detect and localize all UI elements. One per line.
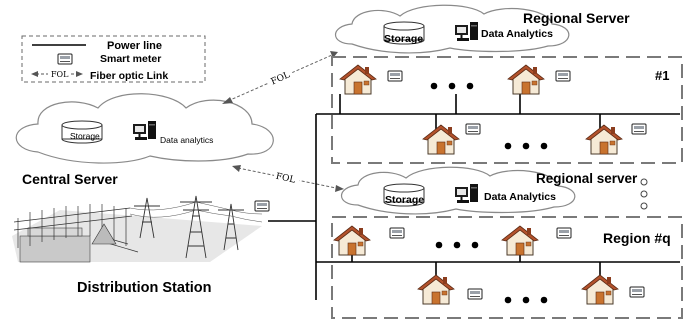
regional-server-1: Regional Server Storage Data Analytics: [334, 4, 630, 54]
smart-meter-icon: [389, 227, 405, 239]
ellipsis-dots: [430, 82, 474, 90]
regional-1-analytics-label: Data Analytics: [481, 28, 553, 40]
distribution-station-image: [12, 195, 263, 263]
house-icon: [507, 64, 545, 95]
legend-fol-abbrev: FOL: [51, 70, 69, 79]
regional-2-analytics-label: Data Analytics: [484, 191, 556, 203]
fol-arrow-symbol: [31, 68, 83, 79]
ellipsis-dots: [435, 241, 479, 249]
central-server: Storage Data analytics Central Server: [15, 93, 274, 187]
smart-meter-icon: [556, 227, 572, 239]
regional-server-2-title: Regional server: [536, 171, 638, 186]
smart-meter-icon: [631, 123, 647, 135]
house-icon: [417, 274, 455, 305]
fol-link-1: FOL: [222, 51, 338, 104]
fol-link-2-label: FOL: [275, 172, 296, 186]
central-analytics-label: Data analytics: [160, 135, 213, 145]
house-icon: [339, 64, 377, 95]
house-icon: [585, 124, 623, 155]
regional-server-1-title: Regional Server: [523, 10, 630, 26]
central-storage-label: Storage: [70, 131, 100, 141]
legend-fiber-optic-label: Fiber optic Link: [90, 70, 168, 82]
distribution-station-title: Distribution Station: [77, 280, 212, 296]
vertical-ellipsis: [640, 178, 648, 210]
smart-meter-icon: [387, 70, 403, 82]
legend-smart-meter-label: Smart meter: [100, 53, 161, 65]
ellipsis-dots: [504, 296, 548, 304]
smart-meter-icon: [555, 70, 571, 82]
region-q-label: Region #q: [603, 230, 671, 246]
smart-meter-icon: [467, 288, 483, 300]
fol-link-2: FOL: [232, 165, 344, 192]
region-q-frame: [331, 216, 683, 319]
regional-1-storage-label: Storage: [384, 33, 423, 45]
smart-meter-icon: [465, 123, 481, 135]
house-icon: [581, 274, 619, 305]
legend-power-line-label: Power line: [107, 40, 162, 52]
smart-meter-icon: [629, 286, 645, 298]
regional-cloud-1: [334, 4, 570, 54]
legend: Power line Smart meter FOL Fiber optic L…: [21, 35, 206, 83]
smart-meter-icon: [57, 53, 73, 65]
central-server-title: Central Server: [22, 171, 118, 187]
region-1-label: #1: [655, 68, 669, 83]
region-1-frame: [331, 56, 683, 164]
regional-2-storage-label: Storage: [385, 194, 424, 206]
house-icon: [501, 225, 539, 256]
ellipsis-dots: [504, 142, 548, 150]
regional-server-2: Regional server Storage Data Analytics: [340, 166, 638, 215]
house-icon: [333, 225, 371, 256]
station-smart-meter-icon: [254, 200, 270, 212]
house-icon: [422, 124, 460, 155]
